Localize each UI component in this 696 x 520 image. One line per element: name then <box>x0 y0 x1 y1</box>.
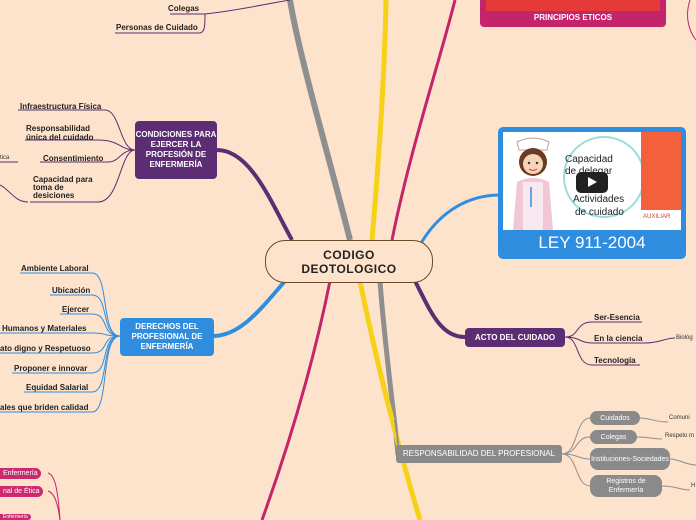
acto-stub: Biológ <box>676 335 693 341</box>
video-text-4: de cuidado <box>575 207 624 218</box>
derechos-item-6[interactable]: Proponer e innovar <box>14 364 88 373</box>
derechos-item-5[interactable]: ato digno y Respetuoso <box>0 344 91 353</box>
condiciones-stub: tica <box>0 155 10 161</box>
video-card[interactable]: Capacidad de delegar Actividades de cuid… <box>498 127 686 259</box>
play-button[interactable] <box>576 172 608 193</box>
derechos-node[interactable]: DERECHOS DEL PROFESIONAL DE ENFERMERÍA <box>120 318 214 356</box>
acto-item-1[interactable]: Ser-Esencia <box>594 313 640 322</box>
responsabilidad-item-2[interactable]: Colegas <box>590 430 637 444</box>
condiciones-item-2[interactable]: Responsabilidad única del cuidado <box>26 124 94 142</box>
responsabilidad-stub-1: Comuni <box>669 415 690 421</box>
derechos-item-1[interactable]: Ambiente Laboral <box>21 264 89 273</box>
responsabilidad-item-3[interactable]: Instituciones-Sociedades <box>590 448 670 470</box>
derechos-item-4[interactable]: Humanos y Materiales <box>2 324 87 333</box>
derechos-item-7[interactable]: Equidad Salarial <box>26 383 89 392</box>
nurse-illustration <box>513 137 553 230</box>
responsabilidad-item-1[interactable]: Cuidados <box>590 411 640 425</box>
condiciones-item-1[interactable]: Infraestructura Física <box>20 102 102 111</box>
acto-node[interactable]: ACTO DEL CUIDADO <box>465 328 565 347</box>
play-icon <box>588 177 597 187</box>
video-thumbnail[interactable]: Capacidad de delegar Actividades de cuid… <box>503 132 681 230</box>
acto-title: ACTO DEL CUIDADO <box>474 332 556 342</box>
condiciones-title: CONDICIONES PARA EJERCER LA PROFESIÓN DE… <box>135 130 217 169</box>
acto-item-2[interactable]: En la ciencia <box>594 334 643 343</box>
top-left-personas[interactable]: Personas de Cuidado <box>116 23 198 32</box>
acto-item-3[interactable]: Tecnología <box>594 356 636 365</box>
central-topic[interactable]: CODIGO DEOTOLOGICO <box>265 240 433 283</box>
responsabilidad-item-4[interactable]: Registros de Enfermería <box>590 475 662 497</box>
responsabilidad-stub-2: Respeto m <box>665 433 695 439</box>
video-text-2: de delegar <box>565 166 612 177</box>
derechos-item-8[interactable]: ales que briden calidad <box>0 403 89 412</box>
principios-node[interactable]: PRINCIPIOS ETICOS <box>480 0 666 27</box>
video-orange-panel <box>641 132 681 210</box>
responsabilidad-title: RESPONSABILIDAD DEL PROFESIONAL <box>402 449 556 458</box>
bottom-left-item-1[interactable]: Enfermería <box>0 468 41 479</box>
condiciones-item-4[interactable]: Capacidad para toma de desiciones <box>33 175 93 200</box>
derechos-item-3[interactable]: Ejercer <box>62 305 90 314</box>
video-caption: LEY 911-2004 <box>538 233 646 252</box>
responsabilidad-node[interactable]: RESPONSABILIDAD DEL PROFESIONAL <box>396 445 562 463</box>
condiciones-node[interactable]: CONDICIONES PARA EJERCER LA PROFESIÓN DE… <box>135 121 217 179</box>
central-topic-line2: DEOTOLOGICO <box>301 261 397 276</box>
derechos-title: DERECHOS DEL PROFESIONAL DE ENFERMERÍA <box>131 322 203 351</box>
central-topic-line1: CODIGO <box>323 247 375 262</box>
principios-label: PRINCIPIOS ETICOS <box>533 13 613 22</box>
responsabilidad-stub-3: H <box>691 483 696 489</box>
video-text-1: Capacidad <box>565 154 613 165</box>
video-text-3: Actividades <box>573 194 625 205</box>
top-left-colegas[interactable]: Colegas <box>168 4 200 13</box>
bottom-left-item-2[interactable]: nal de Ética <box>0 486 43 497</box>
bottom-left-item-3[interactable]: Enfermería <box>0 514 31 520</box>
video-logo: AUXILIAR <box>643 214 671 220</box>
condiciones-item-3[interactable]: Consentimiento <box>43 154 104 163</box>
principios-image <box>486 0 660 11</box>
derechos-item-2[interactable]: Ubicación <box>52 286 91 295</box>
